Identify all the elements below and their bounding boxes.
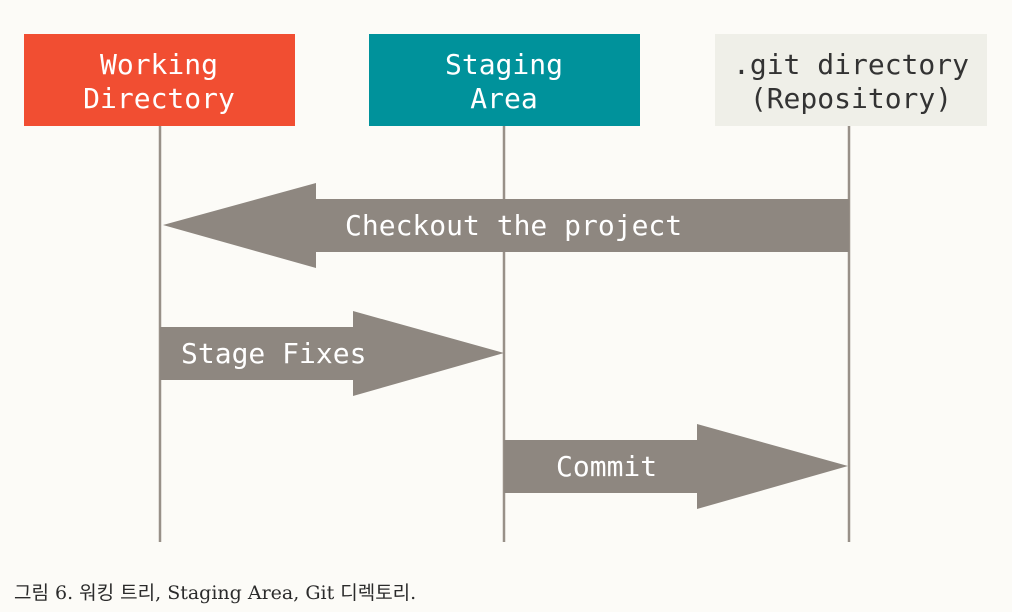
checkout-arrow-shape <box>163 183 849 268</box>
staging-area-box: Staging Area <box>369 34 640 126</box>
working-directory-label-line2: Directory <box>83 82 235 115</box>
repository-label-line1: .git directory <box>733 48 969 81</box>
stage-fixes-arrow-label: Stage Fixes <box>181 337 366 370</box>
stage-fixes-arrow: Stage Fixes <box>160 311 504 396</box>
commit-arrow-label: Commit <box>556 450 657 483</box>
staging-area-label-line1: Staging <box>445 48 563 81</box>
git-workflow-diagram: Working Directory Staging Area .git dire… <box>24 34 987 542</box>
repository-label-line2: (Repository) <box>750 82 952 115</box>
working-directory-label-line1: Working <box>100 48 218 81</box>
working-directory-box: Working Directory <box>24 34 295 126</box>
commit-arrow-shape <box>504 424 848 509</box>
stage-fixes-arrow-shape <box>160 311 504 396</box>
repository-box: .git directory (Repository) <box>715 34 987 126</box>
commit-arrow: Commit <box>504 424 848 509</box>
checkout-arrow: Checkout the project <box>163 183 849 268</box>
staging-area-label-line2: Area <box>470 82 537 115</box>
checkout-arrow-label: Checkout the project <box>345 209 682 242</box>
figure-caption: 그림 6. 워킹 트리, Staging Area, Git 디렉토리. <box>14 582 417 604</box>
